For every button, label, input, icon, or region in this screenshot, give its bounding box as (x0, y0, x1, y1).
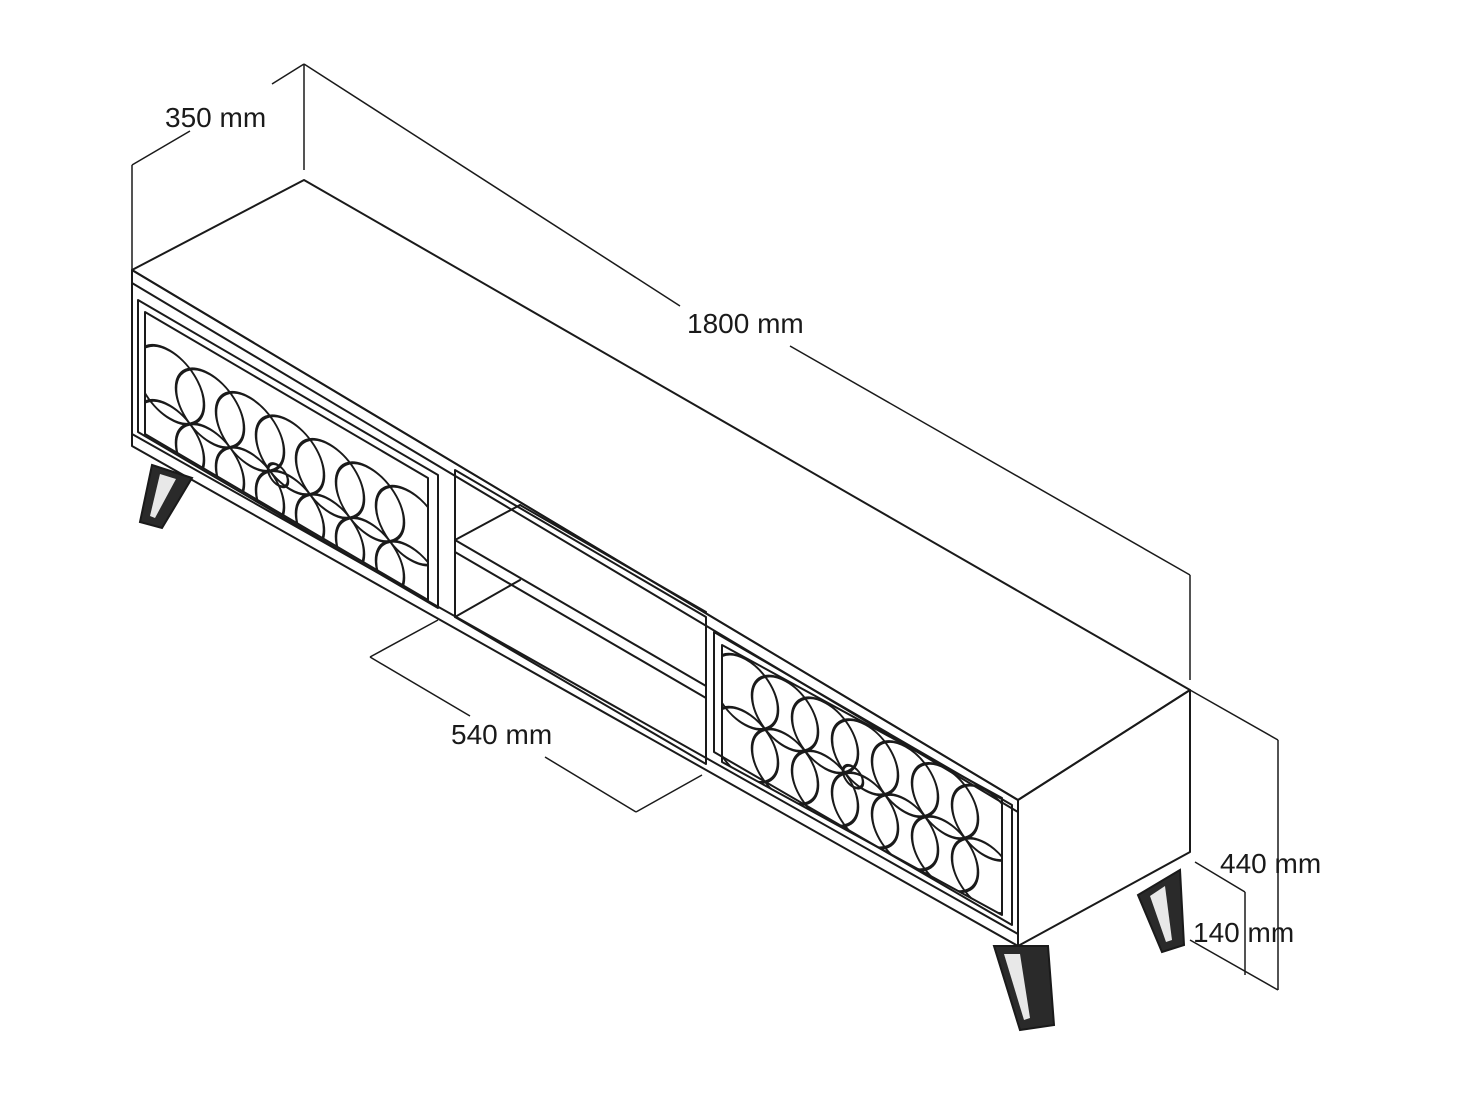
right-drawer-frame (713, 631, 1013, 926)
shelf-back-edge (454, 504, 521, 541)
length-label: 1800 mm (687, 308, 804, 339)
height-label: 440 mm (1220, 848, 1321, 879)
length-dimension-line-b (789, 345, 1191, 576)
right-drawer (713, 631, 1013, 926)
front-bottom-edge (131, 433, 1019, 935)
leg-front-left (138, 463, 194, 530)
right-drawer-pattern (722, 652, 1002, 915)
bottom-back-edge (454, 579, 521, 618)
depth-label: 350 mm (165, 102, 266, 133)
dimension-labels: 350 mm 1800 mm 540 mm 440 mm 140 mm (165, 102, 1321, 948)
legs (138, 463, 1186, 1032)
leg-front-right (992, 945, 1056, 1032)
depth-dimension-line-a (131, 130, 191, 166)
shelf-dimension-line-a (369, 656, 471, 717)
right-drawer-knob-icon (841, 763, 865, 790)
depth-dimension-line-b (271, 63, 305, 85)
left-drawer-panel (144, 311, 429, 601)
open-compartment (454, 469, 707, 765)
length-dimension-line-a (303, 63, 681, 307)
dimension-lines (131, 63, 1279, 991)
shelf-dimension-line-b (544, 756, 637, 813)
leg-height-label: 140 mm (1193, 917, 1294, 948)
left-drawer-frame (137, 299, 439, 609)
cabinet (131, 179, 1191, 947)
leg-height-extension-top (1194, 861, 1246, 893)
shelf-extension-right (635, 774, 703, 813)
leg-back-right (1136, 868, 1186, 954)
shelf-rear-line (519, 504, 707, 613)
height-extension-bottom (1189, 939, 1279, 991)
left-drawer (137, 299, 439, 609)
front-top-edge (131, 282, 1019, 813)
left-drawer-knob-icon (266, 462, 290, 489)
cabinet-front (131, 269, 1019, 947)
shelf-label: 540 mm (451, 719, 552, 750)
shelf-front-edge (454, 539, 707, 687)
cabinet-side (1017, 689, 1191, 947)
shelf-thickness (454, 551, 707, 699)
right-drawer-panel (721, 644, 1003, 916)
height-extension-top (1189, 689, 1279, 741)
shelf-extension-left (369, 619, 439, 658)
